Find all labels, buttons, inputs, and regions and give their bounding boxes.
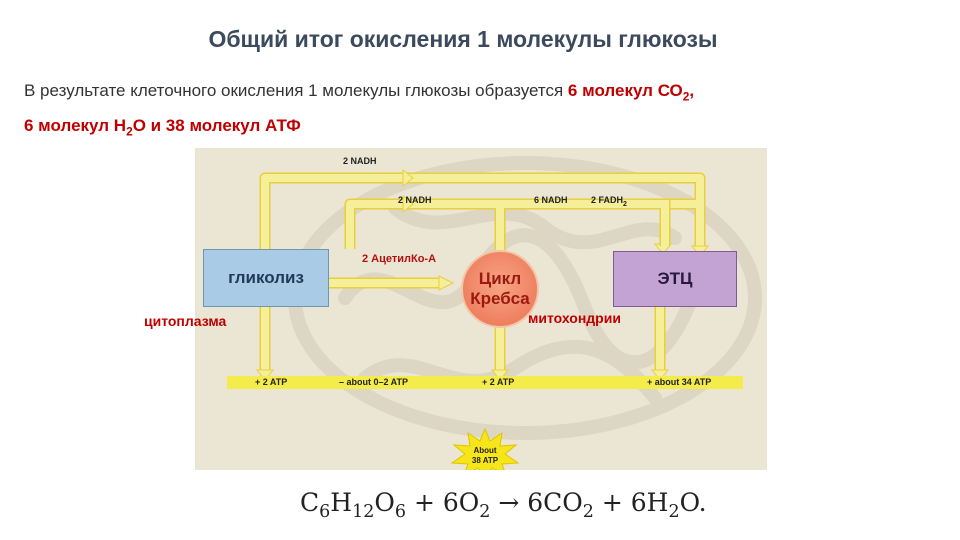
co2-subscript: 2 <box>682 89 690 104</box>
nadh-to-etc <box>655 200 669 246</box>
h2o-atp-highlight: 6 молекул Н2О и 38 молекул АТФ <box>24 116 301 138</box>
acetyl-coa-label: 2 АцетилКо-А <box>362 253 437 265</box>
co2-text: 6 молекул СО <box>567 81 683 100</box>
glucose-oxidation-equation: C6H12O6 + 6O2 → 6CO2 + 6H2O. <box>300 488 707 522</box>
eq-plus-o2: + 6O <box>406 488 480 517</box>
eq-co2-sub: 2 <box>582 502 594 522</box>
star-line-2: 38 ATP <box>471 456 499 465</box>
eq-h: H <box>330 488 353 517</box>
atp-label-krebs: + 2 ATP <box>482 377 515 387</box>
atp-label-etc: + about 34 ATP <box>647 377 712 387</box>
fadh-text: 2 FADH <box>591 195 624 205</box>
krebs-line-1: Цикл <box>478 269 522 288</box>
starburst-icon <box>450 427 520 470</box>
krebs-cycle-circle: Цикл Кребса <box>461 250 539 328</box>
atp-text: О и 38 молекул АТФ <box>132 116 301 136</box>
atp-label-transition: – about 0–2 ATP <box>339 377 409 387</box>
nadh-six-label: 6 NADH <box>534 195 568 205</box>
slide-title: Общий итог окисления 1 молекулы глюкозы <box>208 26 718 52</box>
atp-label-glycolysis: + 2 ATP <box>255 377 288 387</box>
eq-c-sub: 6 <box>319 502 331 522</box>
intro-paragraph: В результате клеточного окисления 1 моле… <box>24 76 934 147</box>
respiration-diagram: 2 NADH 2 NADH 6 NADH 2 FADH2 гликолиз ЭТ… <box>195 148 767 470</box>
nadh-top-label: 2 NADH <box>343 156 377 166</box>
eq-c: C <box>300 488 320 517</box>
eq-tail: O. <box>679 488 707 517</box>
eq-o-sub: 6 <box>394 502 407 522</box>
fadh-label: 2 FADH2 <box>591 195 627 208</box>
intro-text: В результате клеточного окисления 1 моле… <box>24 81 568 100</box>
eq-h-sub: 12 <box>352 502 375 522</box>
cytoplasm-label: цитоплазма <box>144 313 227 329</box>
nadh-mid-label: 2 NADH <box>398 195 432 205</box>
krebs-line-2: Кребса <box>470 289 530 308</box>
star-line-1: About <box>473 446 497 455</box>
h2o-text: 6 молекул Н <box>24 116 127 136</box>
co2-highlight: 6 молекул СО2, <box>567 81 695 104</box>
eq-h2o-sub: 2 <box>668 502 680 522</box>
flow-arrows <box>261 174 704 373</box>
eq-plus-h2o: + 6H <box>593 488 669 517</box>
eq-o2-sub: 2 <box>479 502 491 522</box>
atp-yield-bar: + 2 ATP – about 0–2 ATP + 2 ATP + about … <box>227 376 743 389</box>
mitochondria-label: митохондрии <box>528 310 621 326</box>
total-atp-starburst: About 38 ATP <box>463 446 507 466</box>
glycolysis-box: гликолиз <box>203 249 329 307</box>
etc-box: ЭТЦ <box>613 251 737 307</box>
h2o-subscript: 2 <box>126 124 133 139</box>
eq-o: O <box>374 488 395 517</box>
fadh-subscript: 2 <box>623 200 627 208</box>
eq-arrow-co2: → 6CO <box>490 488 583 517</box>
co2-comma: , <box>689 81 695 100</box>
